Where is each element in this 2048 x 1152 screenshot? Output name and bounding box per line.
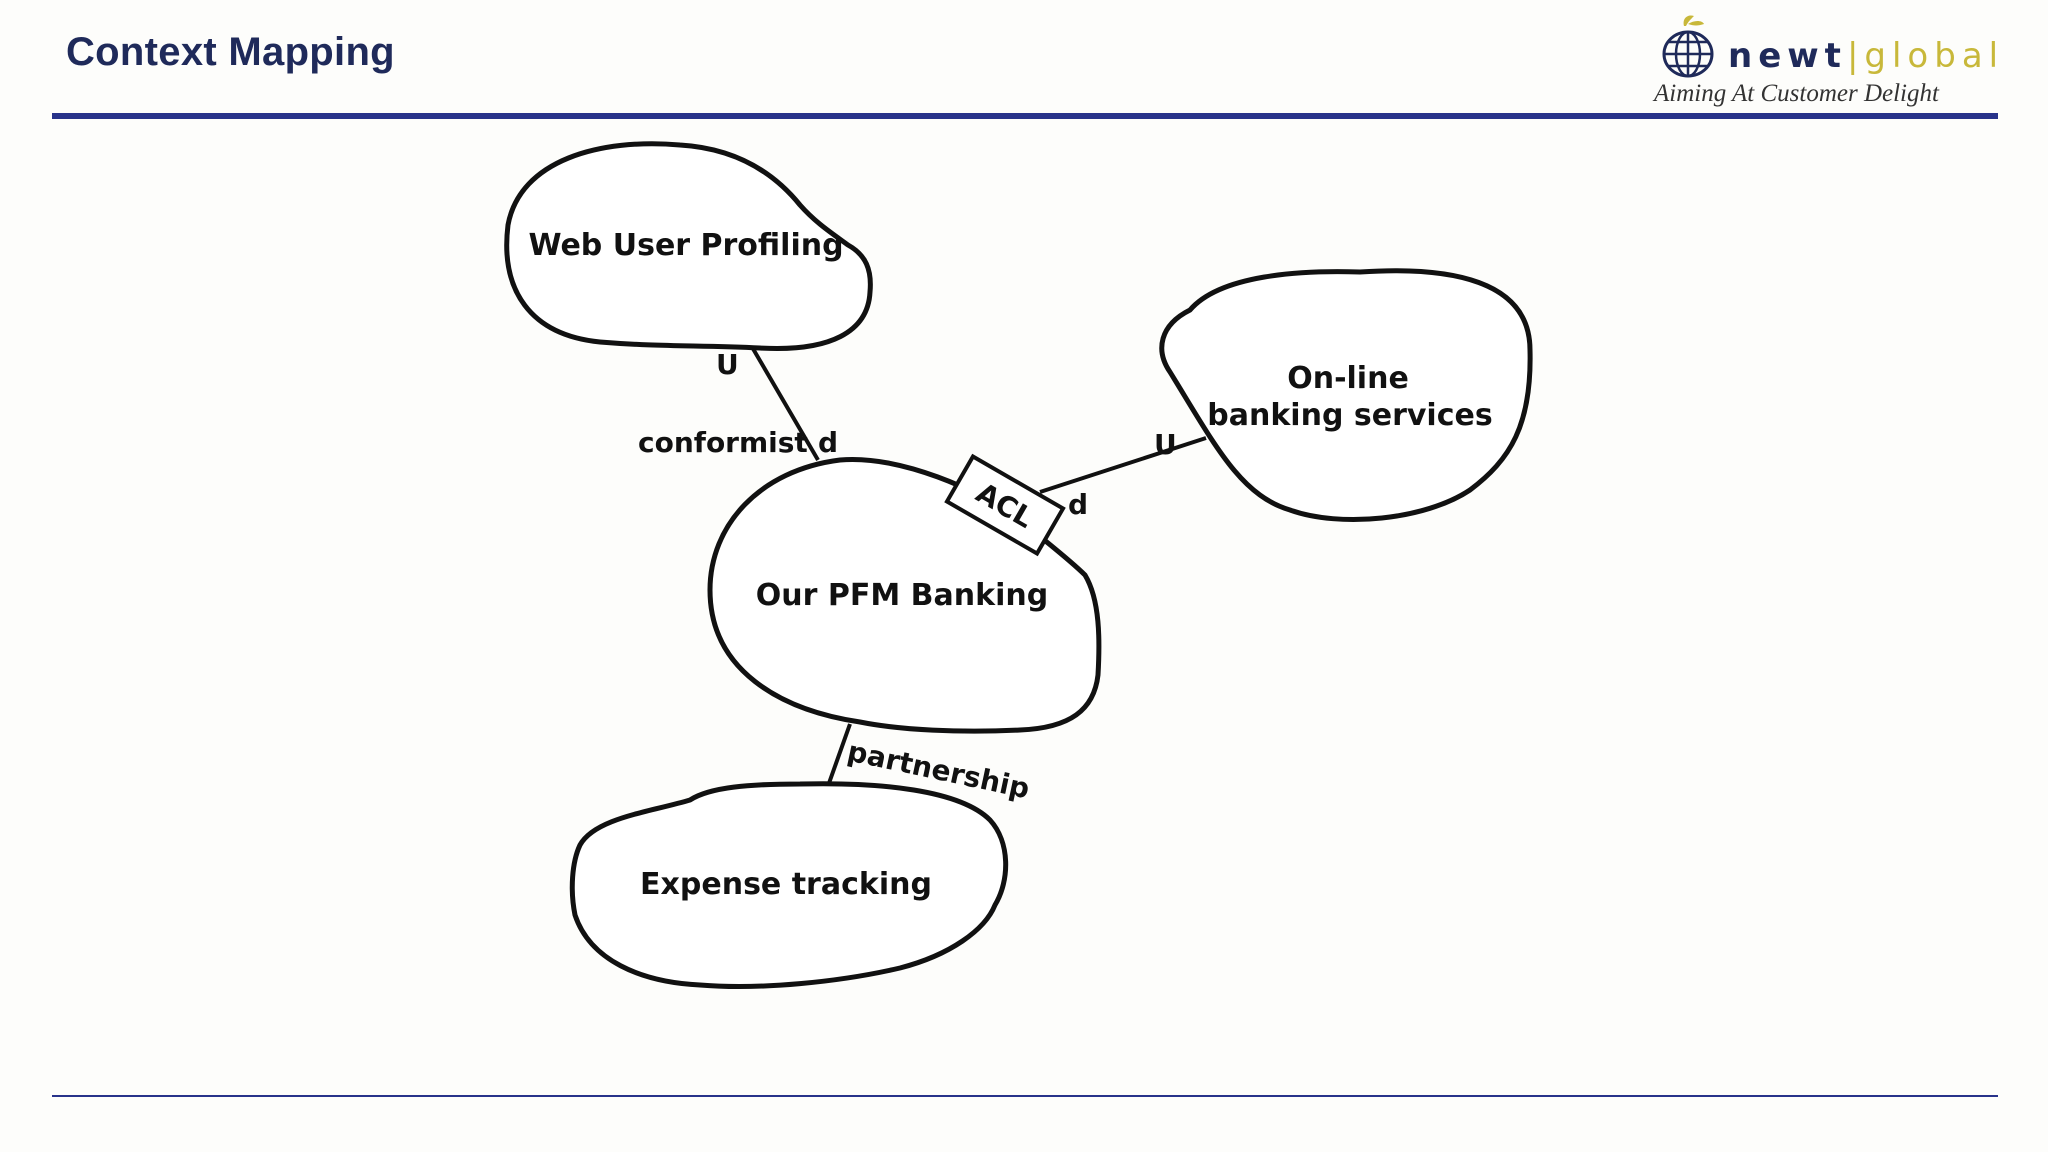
- context-expense-tracking: [569, 781, 1009, 989]
- label-online-line2: banking services: [1207, 398, 1492, 433]
- logo-separator: |: [1846, 36, 1865, 76]
- context-online-banking: [1159, 268, 1533, 523]
- logo-tagline: Aiming At Customer Delight: [1654, 80, 1939, 107]
- header-rule: [52, 113, 1998, 119]
- logo-word-light: global: [1864, 36, 2005, 76]
- slide-title: Context Mapping: [66, 30, 395, 74]
- footer-rule: [52, 1095, 1998, 1097]
- label-expense-tracking: Expense tracking: [640, 867, 932, 902]
- downstream-marker-acl: d: [1068, 488, 1088, 521]
- conformist-connector: [750, 345, 820, 462]
- acl-connector: [1039, 436, 1207, 494]
- conformist-label: conformist: [638, 426, 808, 459]
- upstream-marker-web: U: [716, 348, 739, 381]
- logo-wordmark: newt|global: [1728, 36, 2004, 76]
- label-pfm-banking: Our PFM Banking: [756, 578, 1048, 613]
- downstream-marker-conformist: d: [818, 426, 838, 459]
- company-logo: newt|global Aiming At Customer Delight: [1648, 6, 2008, 116]
- label-online-line1: On-line: [1287, 361, 1409, 396]
- upstream-marker-online: U: [1154, 428, 1177, 461]
- globe-icon: [1662, 15, 1714, 78]
- context-web-user-profiling: [504, 141, 873, 351]
- logo-word-dark: newt: [1728, 36, 1847, 76]
- partnership-connector: [826, 723, 852, 787]
- acl-box: ACL: [944, 453, 1066, 557]
- label-web-user-profiling: Web User Profiling: [528, 228, 843, 263]
